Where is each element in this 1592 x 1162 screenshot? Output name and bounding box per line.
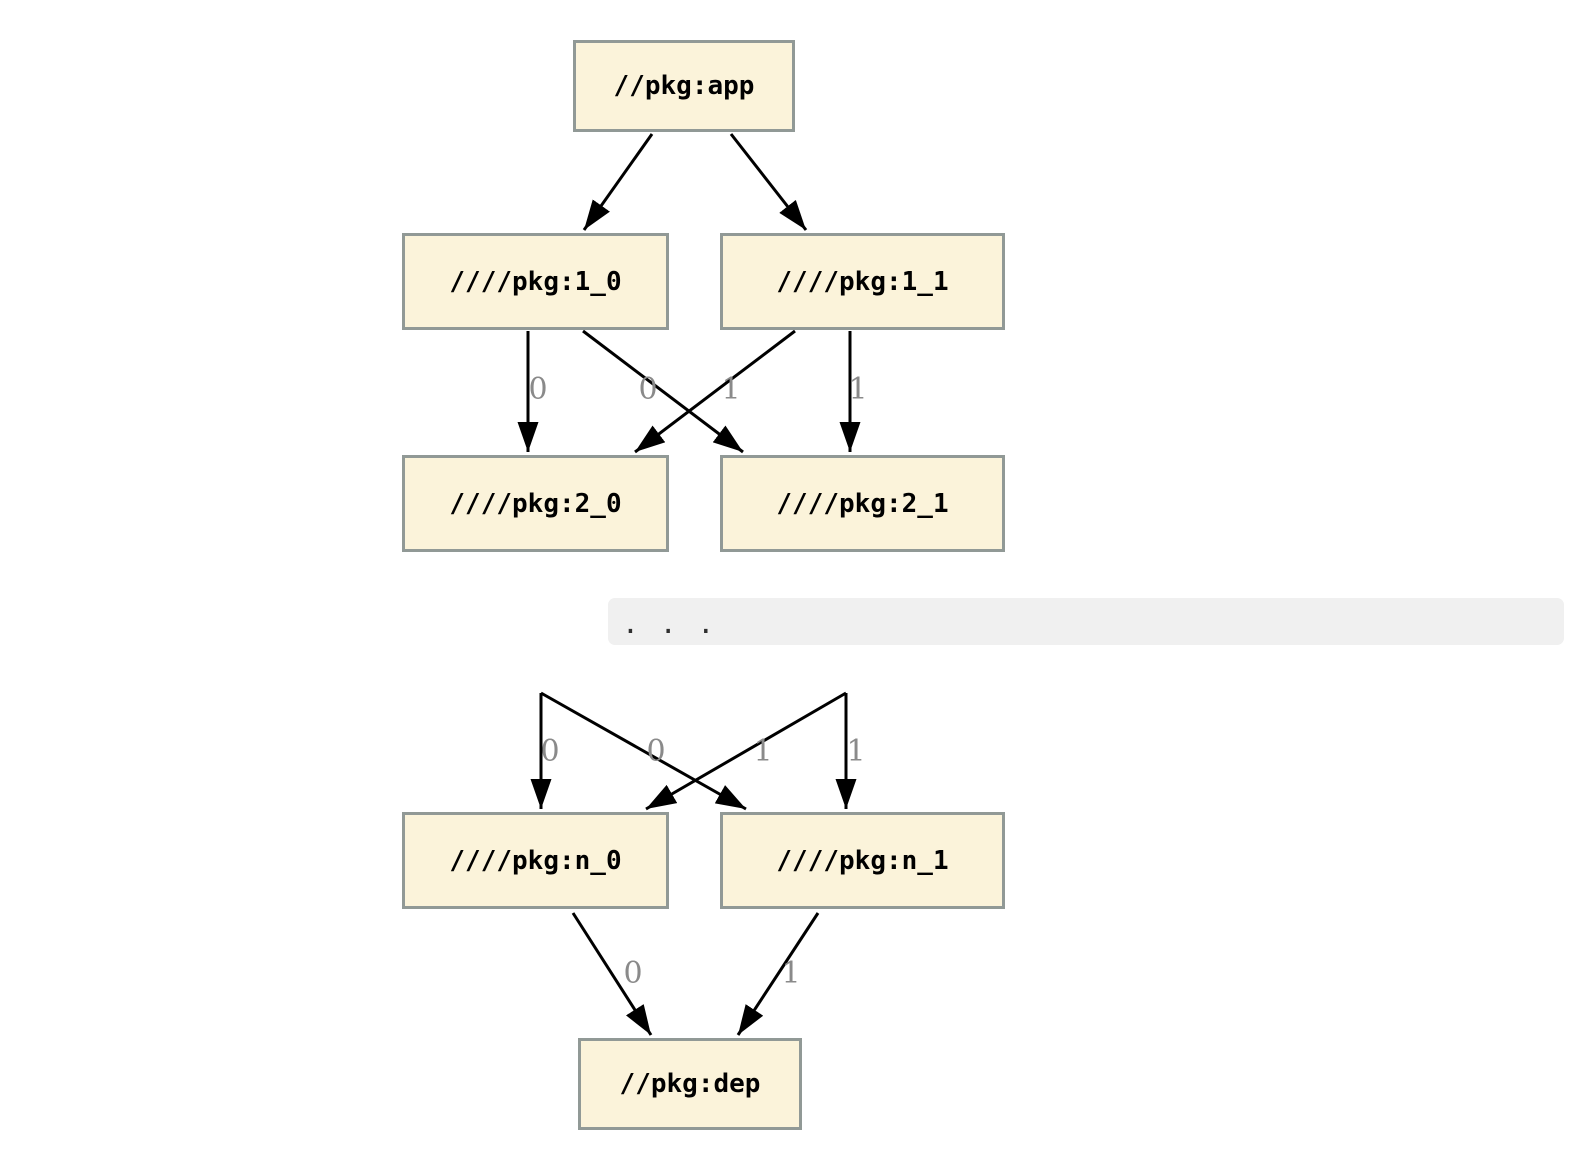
ellipsis-text: . . . xyxy=(622,607,717,640)
edge-elided-to-n_1 xyxy=(540,691,747,811)
edge-label: 1 xyxy=(781,956,801,991)
node-pkg-1_1: ////pkg:1_1 xyxy=(720,233,1005,330)
edge-1_0-to-2_1 xyxy=(582,329,744,454)
edge-app-to-1_1 xyxy=(729,133,808,231)
edge-n_0-to-dep xyxy=(571,912,653,1036)
edge-app-to-1_0 xyxy=(582,133,654,231)
edge-1_1-to-2_0 xyxy=(634,329,796,454)
edge-label: 0 xyxy=(646,734,666,769)
edge-label: 0 xyxy=(528,372,548,407)
edge-label: 0 xyxy=(638,372,658,407)
node-pkg-1_0: ////pkg:1_0 xyxy=(402,233,669,330)
edge-label: 1 xyxy=(846,734,866,769)
edge-label: 1 xyxy=(721,372,741,407)
node-pkg-n_1: ////pkg:n_1 xyxy=(720,812,1005,909)
edge-label: 1 xyxy=(848,372,868,407)
node-pkg-app: //pkg:app xyxy=(573,40,795,132)
node-pkg-n_0: ////pkg:n_0 xyxy=(402,812,669,909)
node-pkg-dep: //pkg:dep xyxy=(578,1038,802,1130)
edge-n_1-to-dep xyxy=(736,912,820,1036)
edge-label: 0 xyxy=(540,734,560,769)
node-pkg-2_1: ////pkg:2_1 xyxy=(720,455,1005,552)
edge-elided-to-n_0-cross xyxy=(645,691,847,811)
edge-label: 0 xyxy=(623,956,643,991)
elided-rows-band: . . . xyxy=(608,598,1564,645)
node-pkg-2_0: ////pkg:2_0 xyxy=(402,455,669,552)
edge-label: 1 xyxy=(753,734,773,769)
